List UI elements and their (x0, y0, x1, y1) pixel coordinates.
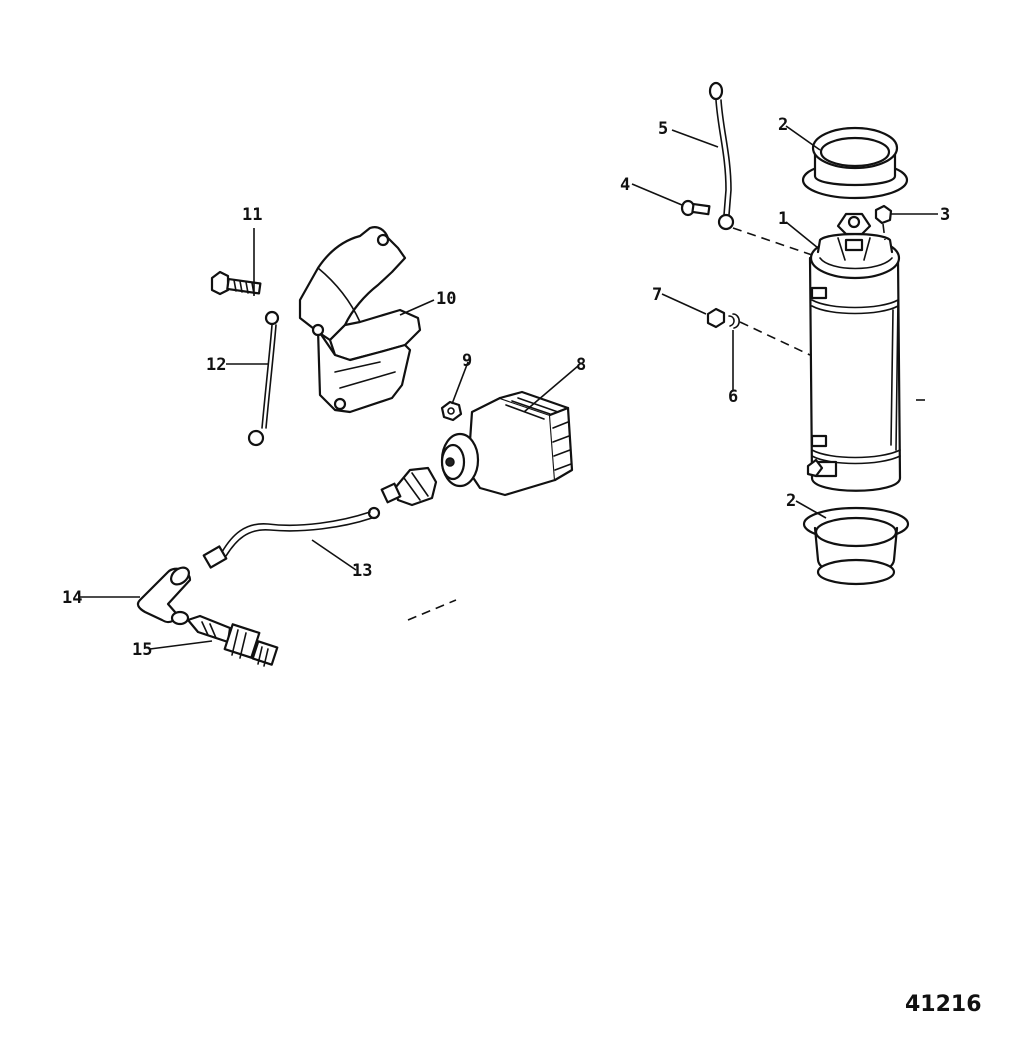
part-ground-strap-left (247, 310, 280, 447)
callout-2-lower: 2 (786, 491, 796, 511)
part-mounting-bracket (298, 226, 422, 414)
part-spark-plug-boot (136, 566, 192, 626)
callout-9: 9 (462, 351, 472, 371)
part-collar-upper (801, 126, 909, 200)
callout-3: 3 (940, 205, 950, 225)
callout-14: 14 (62, 588, 82, 608)
callout-5: 5 (658, 119, 668, 139)
part-nut (706, 307, 726, 329)
callout-4: 4 (620, 175, 630, 195)
callout-1: 1 (778, 209, 788, 229)
part-coil-boot (367, 466, 438, 520)
callout-11: 11 (242, 205, 262, 225)
callout-6: 6 (728, 387, 738, 407)
part-battery-cable (708, 81, 735, 231)
part-starter-motor (806, 212, 902, 492)
callout-15: 15 (132, 640, 152, 660)
callout-12: 12 (206, 355, 226, 375)
callout-10: 10 (436, 289, 456, 309)
callout-labels: 1 2 2 3 4 5 6 7 8 9 10 11 12 13 14 15 (62, 115, 950, 660)
callout-2-upper: 2 (778, 115, 788, 135)
assembly-lines (407, 223, 930, 621)
part-screw (680, 199, 711, 217)
part-ignition-coil (440, 390, 574, 497)
callout-8: 8 (576, 355, 586, 375)
drawing-number: 41216 (905, 992, 982, 1017)
part-collar-lower (802, 506, 910, 586)
callout-7: 7 (652, 285, 662, 305)
part-bolt (210, 270, 262, 296)
leader-lines (80, 125, 938, 650)
part-spark-plug (186, 614, 279, 667)
part-nut-small (440, 400, 463, 422)
callout-13: 13 (352, 561, 372, 581)
part-terminal-nut (874, 204, 893, 225)
part-high-tension-lead (202, 511, 373, 569)
part-lockwasher (728, 313, 740, 329)
